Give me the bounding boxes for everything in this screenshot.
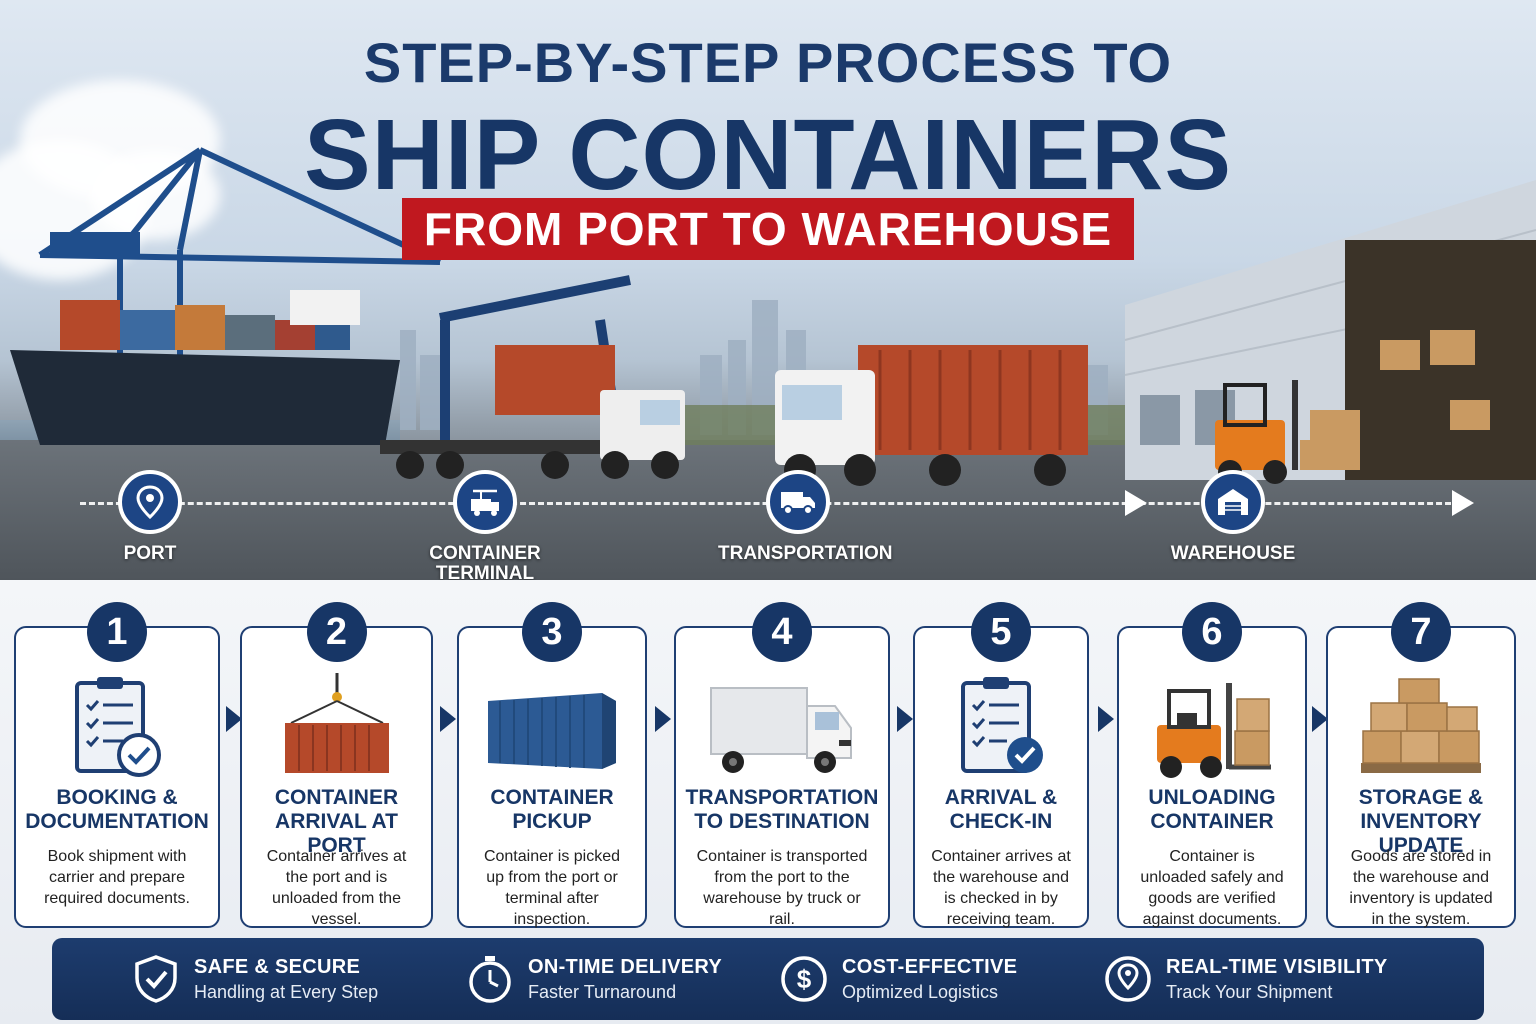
title-line-2: SHIP CONTAINERS [303,99,1233,211]
step-title: TRANSPORTATION TO DESTINATION [685,786,879,833]
step-title: CONTAINER PICKUP [490,786,614,833]
location-pin-icon [1102,953,1154,1005]
feature-title: SAFE & SECURE [194,955,361,978]
subtitle-banner: FROM PORT TO WAREHOUSE [0,198,1536,260]
stopwatch-icon [464,953,516,1005]
feature-on-time-delivery: ON-TIME DELIVERY Faster Turnaround [464,938,722,1020]
step-arrow [1098,706,1114,732]
step-card-5: 5 ARRIVAL & CHECK-IN Container arrives a… [913,602,1089,928]
step-title: UNLOADING CONTAINER [1148,786,1276,833]
truck-icon [766,470,830,534]
feature-subtitle: Faster Turnaround [528,981,677,1002]
feature-subtitle: Optimized Logistics [842,981,999,1002]
feature-title: REAL-TIME VISIBILITY [1166,955,1388,978]
step-arrow [1312,706,1328,732]
step-description: Container arrives at the port and is unl… [266,848,407,928]
dollar-icon: $ [778,953,830,1005]
step-number: 4 [752,602,812,662]
stage-transportation: TRANSPORTATION [718,470,893,564]
feature-cost-effective: $ COST-EFFECTIVE Optimized Logistics [778,938,1017,1020]
warehouse-icon [1201,470,1265,534]
feature-bar: SAFE & SECURE Handling at Every Step ON-… [52,938,1484,1020]
box-truck-icon [710,687,852,773]
forklift-icon [1157,683,1271,778]
feature-subtitle: Handling at Every Step [194,981,379,1002]
route-arrow [1125,490,1147,516]
shipping-container-icon [488,693,616,769]
stage-warehouse: WAREHOUSE [1153,470,1313,564]
subtitle: FROM PORT TO WAREHOUSE [401,198,1135,260]
step-title: BOOKING & DOCUMENTATION [25,786,209,833]
step-number: 1 [87,602,147,662]
step-card-3: 3 CONTAINER PICKUP Container is picked u… [457,602,647,928]
step-number: 2 [306,602,367,662]
hoisted-container-icon [284,673,389,773]
container-crane-icon [453,470,517,534]
svg-text:$: $ [797,964,812,994]
step-card-1: 1 BOOKING & DOCUMENTATION Book shipment … [14,602,220,928]
step-arrow [440,706,456,732]
port-scene-illustration [10,147,1536,486]
stacked-boxes-icon [1361,678,1481,773]
step-description: Container is picked up from the port or … [483,848,621,928]
stage-label: TRANSPORTATION [718,543,893,564]
title-line-1: STEP-BY-STEP PROCESS TO [363,31,1173,94]
clipboard-check-icon [961,677,1043,773]
location-pin-icon [118,470,182,534]
step-title: CONTAINER ARRIVAL AT PORT [274,786,399,857]
step-arrow [897,706,913,732]
feature-subtitle: Track Your Shipment [1166,981,1333,1002]
step-description: Container arrives at the warehouse and i… [931,848,1071,928]
feature-safe-secure: SAFE & SECURE Handling at Every Step [130,938,378,1020]
feature-real-time-visibility: REAL-TIME VISIBILITY Track Your Shipment [1102,938,1388,1020]
clipboard-check-icon [75,677,161,777]
stage-label: WAREHOUSE [1170,543,1296,564]
stage-label: CONTAINER TERMINAL [429,543,541,581]
feature-title: ON-TIME DELIVERY [528,955,723,978]
step-card-4: 4 TRANSPORTATION TO DESTINATION Containe… [674,602,890,928]
shield-check-icon [130,953,182,1005]
step-card-7: 7 STORAGE & INVENTORY UPDATE Goods are s… [1326,602,1516,928]
hero-banner: STEP-BY-STEP PROCESS TO SHIP CONTAINERS … [0,0,1536,580]
step-number: 6 [1182,602,1242,662]
step-arrow [655,706,671,732]
step-description: Container is unloaded safely and goods a… [1140,848,1284,928]
step-title: ARRIVAL & CHECK-IN [944,786,1058,833]
step-number: 3 [522,602,582,662]
step-description: Goods are stored in the warehouse and in… [1349,848,1493,928]
step-number: 7 [1391,602,1451,662]
step-description: Container is transported from the port t… [696,848,868,928]
route-arrow [1452,490,1474,516]
stage-port: PORT [70,470,230,564]
feature-title: COST-EFFECTIVE [842,955,1018,978]
step-title: STORAGE & INVENTORY UPDATE [1358,786,1484,857]
step-card-2: 2 CONTAINER ARRIVAL AT PORT Container ar… [240,602,433,928]
step-arrow [226,706,242,732]
step-card-6: 6 UNLOADING CONTAINER Container is unloa… [1117,602,1307,928]
step-number: 5 [971,602,1031,662]
stage-container-terminal: CONTAINER TERMINAL [405,470,565,580]
stage-label: PORT [123,543,177,564]
step-description: Book shipment with carrier and prepare r… [44,848,190,907]
